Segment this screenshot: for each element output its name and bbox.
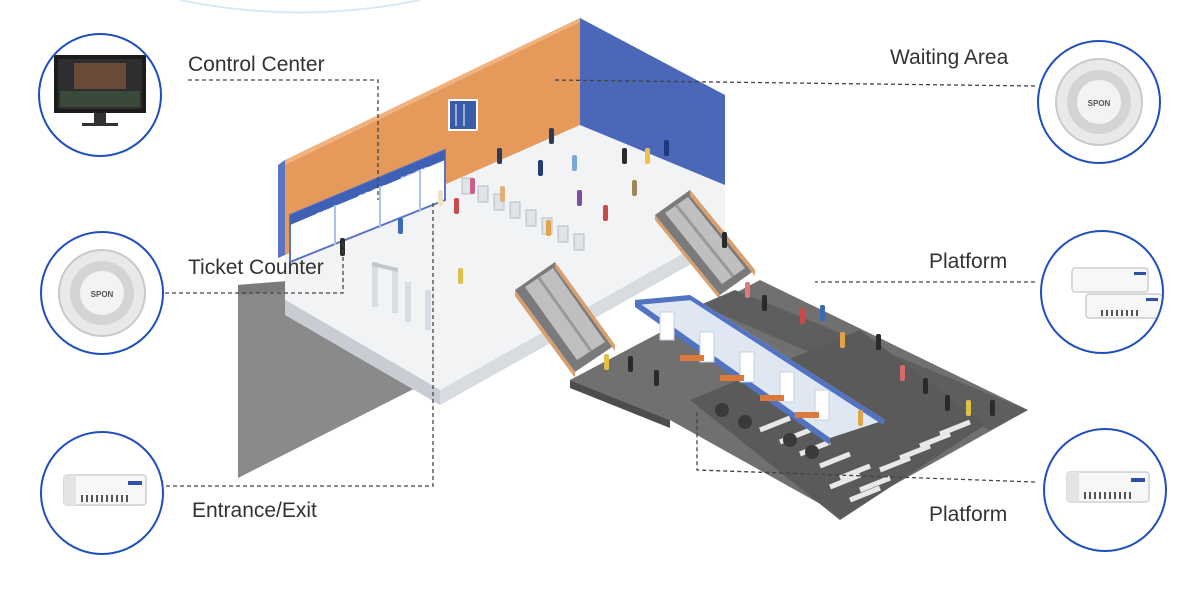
leader-ticket-counter: [165, 240, 344, 294]
brand-mark: SPON: [91, 290, 114, 299]
leader-lines: [165, 79, 1036, 487]
platform-lower-circle: [1043, 428, 1167, 552]
entrance-gate: [372, 262, 431, 330]
monitor-icon: [54, 55, 146, 126]
passengers: [340, 128, 995, 426]
label-platform-upper: Platform: [929, 250, 1008, 273]
entrance-exit-circle: [40, 431, 164, 555]
leader-waiting-area: [551, 79, 1036, 87]
label-ticket-counter: Ticket Counter: [188, 256, 324, 279]
label-entrance-exit: Entrance/Exit: [192, 499, 317, 522]
track-sleepers: [759, 415, 971, 503]
concourse-floor: [285, 122, 725, 390]
label-waiting-area: Waiting Area: [890, 46, 1009, 69]
control-center-circle: [38, 33, 162, 157]
leader-platform-lower: [696, 410, 1036, 483]
label-platform-lower: Platform: [929, 503, 1008, 526]
train-car: [635, 295, 885, 459]
platform-upper-circle: [1040, 230, 1164, 354]
air-curtain-icon: [63, 474, 147, 506]
leader-entrance-exit: [166, 200, 434, 487]
ticket-counter-circle: SPON: [40, 231, 164, 355]
leader-control-center: [188, 79, 379, 200]
air-curtain-pair-icon: [1071, 267, 1162, 319]
blue-wall: [580, 18, 725, 185]
escalator-lower: [515, 262, 615, 378]
brand-mark: SPON: [1088, 99, 1111, 108]
label-control-center: Control Center: [188, 53, 325, 76]
ceiling-speaker-icon: SPON: [58, 249, 146, 337]
departure-board: [448, 99, 478, 131]
air-curtain-icon: [1066, 471, 1150, 503]
ceiling-speaker-icon: SPON: [1055, 58, 1143, 146]
waiting-area-circle: SPON: [1037, 40, 1161, 164]
